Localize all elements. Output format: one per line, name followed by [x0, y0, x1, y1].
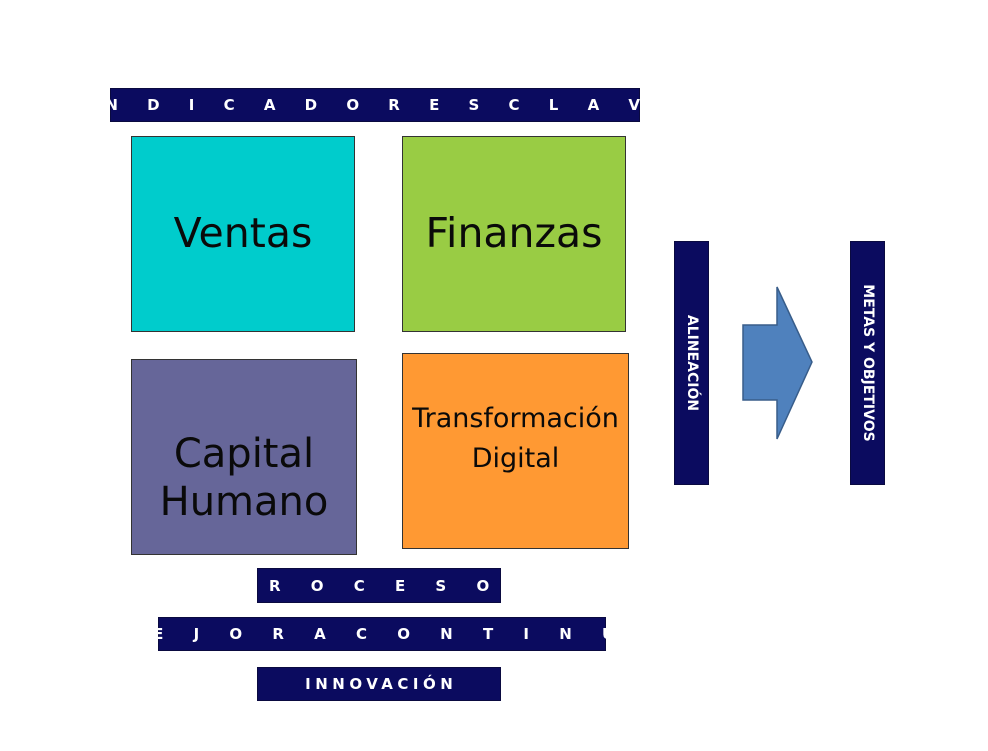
ventas-label: Ventas — [173, 209, 313, 258]
capital-label: Capital — [173, 431, 315, 477]
ventas-box: Ventas — [131, 136, 355, 332]
right-arrow-icon — [742, 286, 813, 440]
mejora-continua-label: M E J O R A C O N T I N U A — [107, 625, 669, 643]
alineacion-bar: ALINEACIÓN — [674, 241, 709, 485]
innovacion-label: INNOVACIÓN — [305, 675, 458, 693]
indicadores-clave-label: I N D I C A D O R E S C L A V E — [70, 96, 692, 114]
humano-label: Humano — [159, 479, 329, 525]
digital-label: Digital — [471, 443, 560, 474]
mejora-continua-bar: M E J O R A C O N T I N U A — [108, 617, 656, 651]
metas-objetivos-bar: METAS Y OBJETIVOS — [850, 241, 885, 485]
transformacion-label: Transformación — [412, 402, 619, 434]
metas-objetivos-label: METAS Y OBJETIVOS — [859, 284, 876, 442]
finanzas-label: Finanzas — [425, 209, 603, 258]
procesos-label: P R O C E S O S — [227, 576, 543, 595]
procesos-bar: P R O C E S O S — [228, 568, 530, 603]
transformacion-digital-box: Transformación Digital — [402, 353, 629, 549]
finanzas-box: Finanzas — [402, 136, 626, 332]
alineacion-label: ALINEACIÓN — [683, 314, 700, 412]
capital-humano-box: Capital Humano — [131, 359, 357, 555]
indicadores-clave-bar: I N D I C A D O R E S C L A V E — [71, 88, 679, 122]
innovacion-bar: INNOVACIÓN — [257, 667, 501, 701]
